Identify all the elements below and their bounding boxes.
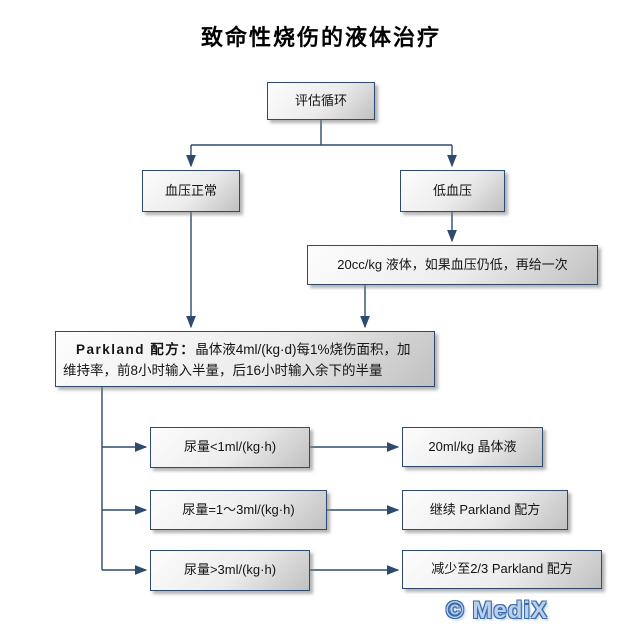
parkland-lead: Parkland 配方： bbox=[76, 342, 196, 357]
node-low-blood-pressure: 低血压 bbox=[400, 170, 505, 212]
parkland-line1: Parkland 配方：晶体液4ml/(kg·d)每1%烧伤面积，加 bbox=[63, 339, 424, 360]
node-fluid-bolus: 20cc/kg 液体，如果血压仍低，再给一次 bbox=[307, 245, 598, 285]
node-urine-output-high: 尿量>3ml/(kg·h) bbox=[150, 550, 310, 591]
node-action-crystalloid-bolus: 20ml/kg 晶体液 bbox=[402, 427, 543, 467]
node-assess-circulation: 评估循环 bbox=[267, 82, 375, 120]
node-parkland-formula: Parkland 配方：晶体液4ml/(kg·d)每1%烧伤面积，加 维持率，前… bbox=[55, 331, 435, 387]
parkland-line2: 维持率，前8小时输入半量，后16小时输入余下的半量 bbox=[63, 363, 383, 378]
page-title: 致命性烧伤的液体治疗 bbox=[200, 25, 441, 50]
node-action-continue-parkland: 继续 Parkland 配方 bbox=[402, 490, 568, 530]
watermark: © MediX bbox=[446, 597, 549, 624]
node-action-reduce-parkland: 减少至2/3 Parkland 配方 bbox=[402, 550, 602, 589]
node-normal-blood-pressure: 血压正常 bbox=[142, 170, 240, 212]
node-urine-output-low: 尿量<1ml/(kg·h) bbox=[150, 427, 310, 468]
parkland-line1-rest: 晶体液4ml/(kg·d)每1%烧伤面积，加 bbox=[195, 342, 411, 357]
node-urine-output-normal: 尿量=1～3ml/(kg·h) bbox=[150, 490, 327, 530]
